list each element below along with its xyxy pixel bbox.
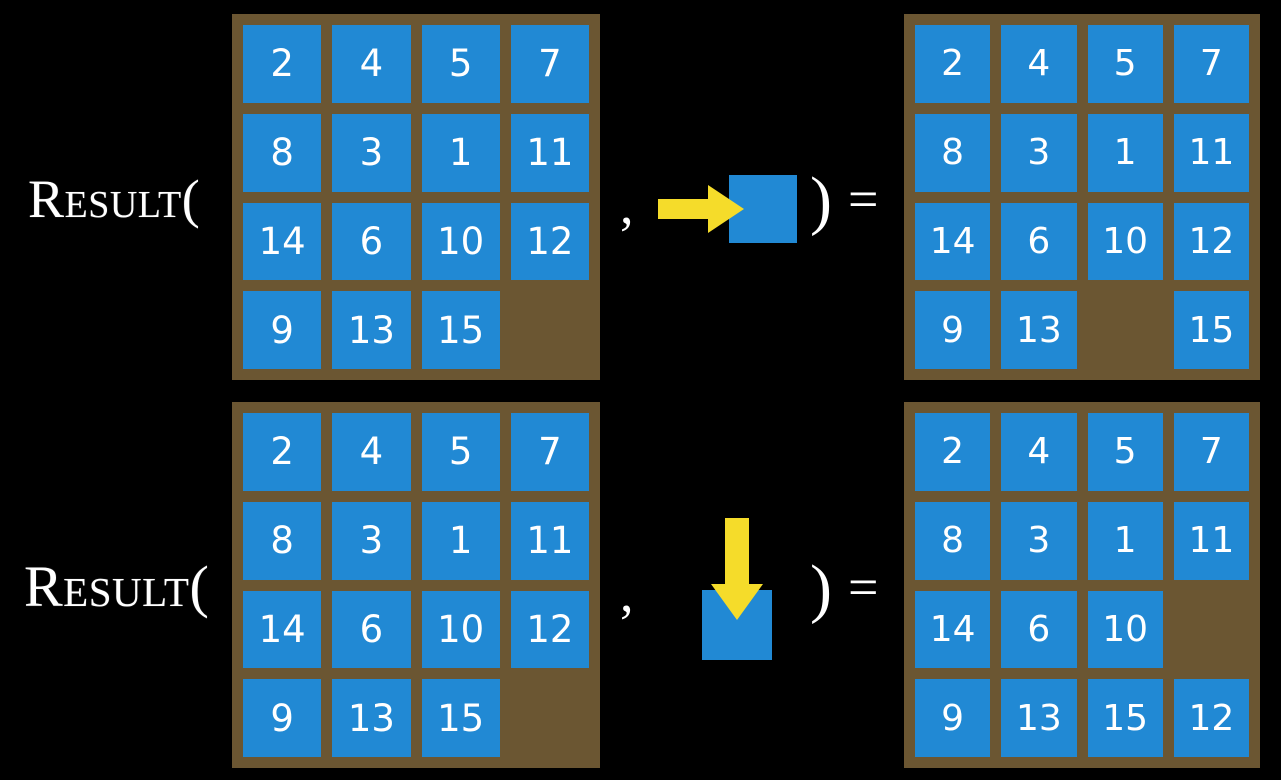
puzzle-grid-input-top: 2 4 5 7 8 3 1 11 14 6 10 12 9 13 15 — [243, 25, 589, 369]
move-right-illustration — [652, 175, 802, 245]
tile[interactable]: 14 — [915, 590, 991, 669]
tile[interactable]: 13 — [332, 291, 411, 369]
tile[interactable]: 12 — [510, 202, 589, 281]
tile[interactable]: 1 — [1087, 501, 1163, 580]
tile[interactable]: 7 — [510, 25, 589, 103]
tile[interactable]: 11 — [1173, 113, 1249, 192]
tile[interactable]: 3 — [332, 501, 411, 580]
tile[interactable]: 7 — [1173, 25, 1249, 103]
puzzle-grid-output-top: 2 4 5 7 8 3 1 11 14 6 10 12 9 13 15 — [915, 25, 1249, 369]
tile[interactable]: 4 — [332, 25, 411, 103]
empty-slot[interactable] — [510, 679, 589, 757]
tile[interactable]: 11 — [1173, 501, 1249, 580]
tile[interactable]: 14 — [915, 202, 991, 281]
tile[interactable]: 8 — [915, 113, 991, 192]
tile[interactable]: 14 — [243, 202, 322, 281]
tile[interactable]: 10 — [1087, 202, 1163, 281]
tile[interactable]: 6 — [1001, 202, 1077, 281]
tile[interactable]: 13 — [332, 679, 411, 757]
tile[interactable]: 4 — [1001, 413, 1077, 491]
tile[interactable]: 15 — [1087, 679, 1163, 757]
tile[interactable]: 9 — [915, 291, 991, 369]
close-paren-top: ) — [810, 164, 832, 237]
tile[interactable]: 12 — [1173, 202, 1249, 281]
close-paren-bottom: ) — [810, 552, 832, 625]
tile[interactable]: 3 — [1001, 113, 1077, 192]
tile[interactable]: 10 — [1087, 590, 1163, 669]
tile[interactable]: 10 — [421, 590, 500, 669]
tile[interactable]: 9 — [243, 291, 322, 369]
tile[interactable]: 15 — [421, 291, 500, 369]
tile[interactable]: 2 — [915, 413, 991, 491]
tile[interactable]: 6 — [332, 202, 411, 281]
result-function-label-bottom: Result( — [24, 554, 210, 619]
tile[interactable]: 8 — [243, 113, 322, 192]
tile[interactable]: 14 — [243, 590, 322, 669]
tile[interactable]: 2 — [915, 25, 991, 103]
tile[interactable]: 6 — [332, 590, 411, 669]
result-function-label-top: Result( — [28, 169, 201, 229]
input-board-top[interactable]: 2 4 5 7 8 3 1 11 14 6 10 12 9 13 15 — [232, 14, 600, 380]
puzzle-grid-input-bottom: 2 4 5 7 8 3 1 11 14 6 10 12 9 13 15 — [243, 413, 589, 757]
tile[interactable]: 13 — [1001, 679, 1077, 757]
tile[interactable]: 11 — [510, 501, 589, 580]
empty-slot[interactable] — [1173, 590, 1249, 669]
tile[interactable]: 5 — [1087, 25, 1163, 103]
arrow-right-icon — [658, 185, 744, 233]
tile[interactable]: 7 — [1173, 413, 1249, 491]
empty-slot[interactable] — [1087, 291, 1163, 369]
tile[interactable]: 1 — [1087, 113, 1163, 192]
move-down-illustration — [692, 512, 792, 662]
output-board-bottom[interactable]: 2 4 5 7 8 3 1 11 14 6 10 9 13 15 12 — [904, 402, 1260, 768]
tile[interactable]: 4 — [332, 413, 411, 491]
tile[interactable]: 15 — [421, 679, 500, 757]
tile[interactable]: 10 — [421, 202, 500, 281]
tile[interactable]: 1 — [421, 501, 500, 580]
equation-row-down-move: Result( 2 4 5 7 8 3 1 11 14 6 10 12 9 13… — [0, 390, 1281, 780]
tile[interactable]: 8 — [243, 501, 322, 580]
arrow-down-icon — [711, 518, 763, 620]
empty-slot[interactable] — [510, 291, 589, 369]
tile[interactable]: 9 — [915, 679, 991, 757]
comma-separator-top: , — [620, 175, 634, 235]
tile[interactable]: 3 — [332, 113, 411, 192]
output-board-top[interactable]: 2 4 5 7 8 3 1 11 14 6 10 12 9 13 15 — [904, 14, 1260, 380]
tile[interactable]: 8 — [915, 501, 991, 580]
comma-separator-bottom: , — [620, 563, 634, 623]
tile[interactable]: 7 — [510, 413, 589, 491]
tile[interactable]: 3 — [1001, 501, 1077, 580]
tile[interactable]: 9 — [243, 679, 322, 757]
tile[interactable]: 12 — [510, 590, 589, 669]
puzzle-grid-output-bottom: 2 4 5 7 8 3 1 11 14 6 10 9 13 15 12 — [915, 413, 1249, 757]
tile[interactable]: 5 — [421, 25, 500, 103]
tile[interactable]: 11 — [510, 113, 589, 192]
tile[interactable]: 2 — [243, 413, 322, 491]
input-board-bottom[interactable]: 2 4 5 7 8 3 1 11 14 6 10 12 9 13 15 — [232, 402, 600, 768]
tile[interactable]: 5 — [421, 413, 500, 491]
equals-sign-top: = — [848, 169, 879, 229]
tile[interactable]: 1 — [421, 113, 500, 192]
tile[interactable]: 2 — [243, 25, 322, 103]
tile[interactable]: 6 — [1001, 590, 1077, 669]
tile[interactable]: 15 — [1173, 291, 1249, 369]
equation-row-right-move: Result( 2 4 5 7 8 3 1 11 14 6 10 12 9 13… — [28, 14, 1260, 380]
tile[interactable]: 5 — [1087, 413, 1163, 491]
tile[interactable]: 12 — [1173, 679, 1249, 757]
tile[interactable]: 13 — [1001, 291, 1077, 369]
tile[interactable]: 4 — [1001, 25, 1077, 103]
equals-sign-bottom: = — [848, 557, 879, 617]
